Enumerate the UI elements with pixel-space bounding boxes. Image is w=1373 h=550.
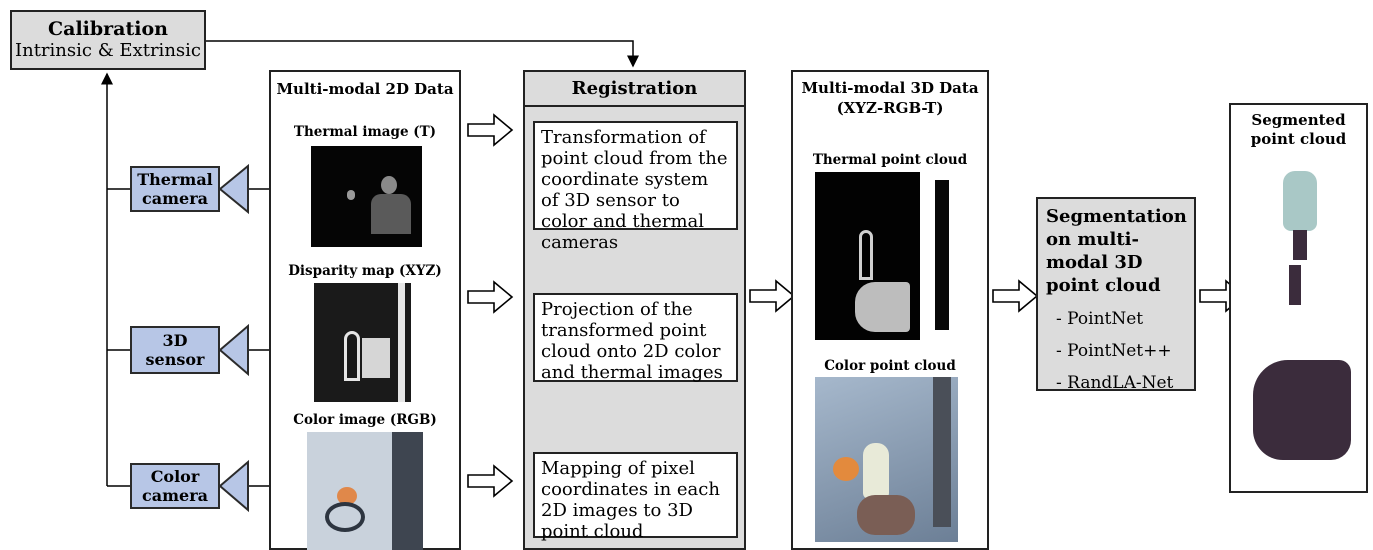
registration-step-2: Projection of the transformed point clou…	[533, 293, 738, 383]
segmentation-item-pointnetpp: - PointNet++	[1056, 341, 1172, 361]
calib-to-reg-line	[206, 40, 639, 68]
thermal-camera: Thermal camera	[130, 166, 220, 212]
segmented-hand	[1253, 360, 1351, 460]
color-image-label: Color image (RGB)	[293, 412, 437, 428]
data2d-panel: Multi-modal 2D Data Thermal image (T) Di…	[269, 70, 461, 550]
thermal-image	[311, 146, 422, 247]
thermal-point-cloud	[815, 172, 968, 340]
thermal-point-cloud-label: Thermal point cloud	[812, 152, 968, 168]
segmentation-item-pointnet: - PointNet	[1056, 309, 1144, 329]
data2d-title: Multi-modal 2D Data	[276, 80, 454, 98]
registration-step-1: Transformation of point cloud from the c…	[533, 121, 738, 253]
segmentation-box: Segmentation on multi-modal 3D point clo…	[1036, 197, 1196, 393]
calibration-box: Calibration Intrinsic & Extrinsic	[10, 10, 206, 70]
disparity-map	[314, 283, 411, 402]
segmented-output-title: Segmented point cloud	[1250, 111, 1347, 148]
registration-step-3: Mapping of pixel coordinates in each 2D …	[533, 452, 738, 542]
segmentation-item-randlanet: - RandLA-Net	[1056, 373, 1174, 393]
thermal-image-label: Thermal image (T)	[293, 124, 437, 140]
data3d-panel: Multi-modal 3D Data (XYZ-RGB-T) Thermal …	[791, 70, 989, 550]
calibration-title: Calibration	[48, 18, 168, 40]
color-point-cloud-label: Color point cloud	[824, 358, 956, 374]
data3d-title: Multi-modal 3D Data (XYZ-RGB-T)	[801, 79, 979, 117]
color-image	[307, 432, 423, 550]
segmentation-title: Segmentation on multi-modal 3D point clo…	[1046, 206, 1187, 296]
color-camera: Color camera	[130, 463, 220, 509]
calibration-subtitle: Intrinsic & Extrinsic	[15, 40, 201, 61]
registration-panel: Registration Transformation of point clo…	[523, 70, 746, 550]
registration-title: Registration	[571, 78, 698, 99]
3d-sensor: 3D sensor	[130, 326, 220, 374]
color-point-cloud	[815, 377, 958, 542]
disparity-map-label: Disparity map (XYZ)	[288, 263, 442, 279]
segmented-output-panel: Segmented point cloud	[1229, 103, 1368, 493]
segmented-object	[1283, 171, 1317, 231]
